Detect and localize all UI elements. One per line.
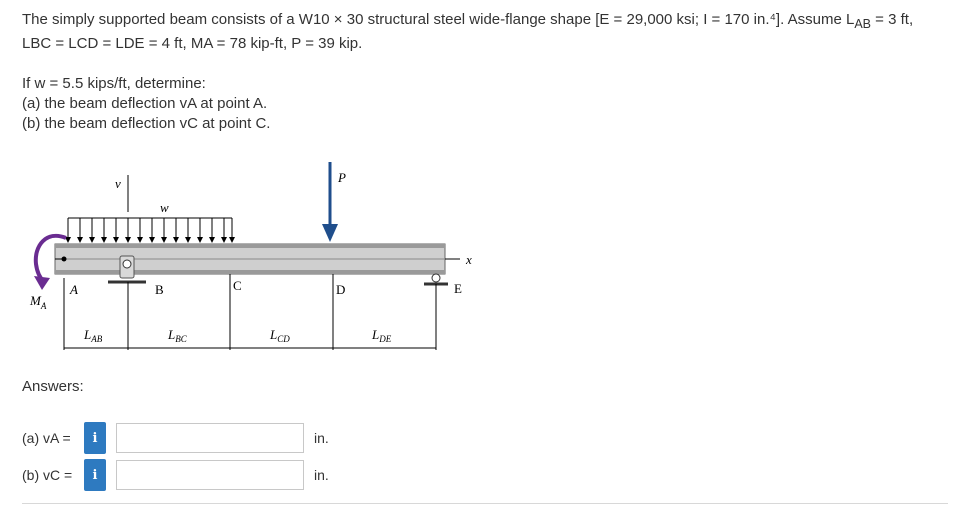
answer-label-a: (a) vA = [22,430,71,446]
dim-label-AB: LAB [83,327,103,344]
problem-ask-a: (a) the beam deflection vA at point A. [22,95,268,112]
answer-label-b: (b) vC = [22,467,73,483]
answers-title: Answers: [22,378,84,395]
moment-arrow-head [34,276,50,290]
beam-diagram: v w P [20,160,490,365]
label-MA: MA [29,293,47,311]
problem-ask-intro: If w = 5.5 kips/ft, determine: [22,75,206,92]
label-v: v [115,176,121,191]
answer-unit-b: in. [314,467,329,483]
dim-label-BC: LBC [167,327,188,344]
point-label-E: E [454,281,462,296]
answer-input-b[interactable] [116,460,304,490]
beam-diagram-svg: v w P [29,162,472,350]
answer-unit-a: in. [314,430,329,446]
dist-load-arrows [65,218,235,243]
problem-line-1: The simply supported beam consists of a … [22,11,914,31]
problem-ask-b: (b) the beam deflection vC at point C. [22,115,271,132]
point-label-C: C [233,278,242,293]
roller-support-E [424,273,448,286]
point-label-B: B [155,282,164,297]
dim-label-CD: LCD [269,327,290,344]
info-button-a[interactable]: i [84,422,106,454]
info-button-b[interactable]: i [84,459,106,491]
bottom-divider [22,503,948,504]
label-x: x [465,252,472,267]
answer-input-a[interactable] [116,423,304,453]
problem-statement: The simply supported beam consists of a … [22,10,942,134]
answer-row-b: (b) vC = i in. [22,459,329,491]
p-load-arrowhead [322,224,338,242]
point-label-D: D [336,282,345,297]
problem-line-2: LBC = LCD = LDE = 4 ft, MA = 78 kip-ft, … [22,35,363,52]
label-P: P [337,170,346,185]
dim-label-DE: LDE [371,327,392,344]
pin-support-B [108,255,146,284]
beam-top-flange [55,244,445,248]
answer-row-a: (a) vA = i in. [22,422,329,454]
label-w: w [160,200,169,215]
point-label-A: A [69,282,78,297]
beam-bottom-flange [55,270,445,274]
